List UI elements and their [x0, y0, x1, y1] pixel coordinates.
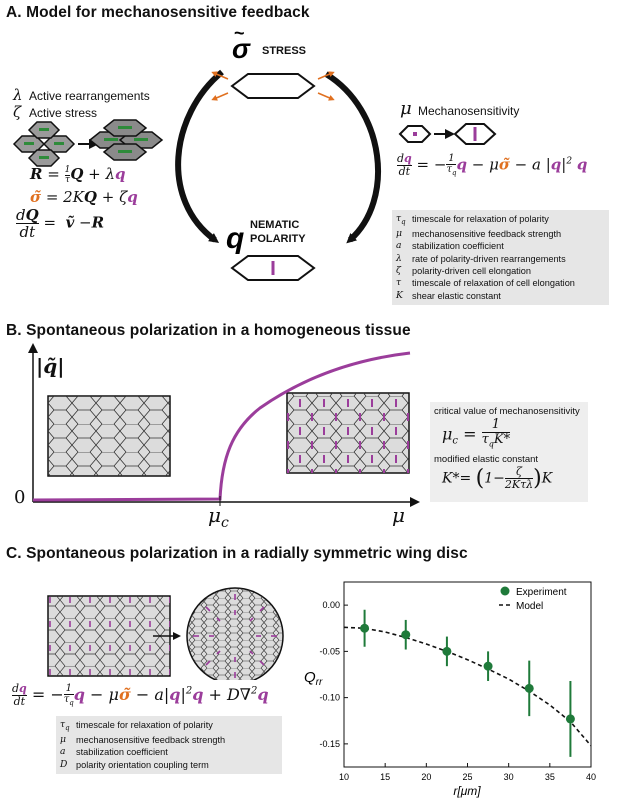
mu-c-label: μc — [208, 503, 229, 531]
cycle-arrow-left — [175, 69, 224, 243]
legend-experiment-marker — [500, 586, 510, 596]
critical-box: critical value of mechanosensitivity μc … — [430, 402, 588, 502]
y-tick-label: -0.05 — [319, 646, 340, 656]
y-axis-label-qrr: Qrr — [304, 669, 323, 688]
experiment-point — [401, 630, 411, 640]
nematic-label: NEMATIC — [250, 219, 300, 231]
x-tick-label: 15 — [380, 772, 390, 782]
panel-c-diagram — [47, 587, 284, 680]
x-tick-label: 20 — [421, 772, 431, 782]
legend-model: Model — [516, 601, 543, 612]
cycle-arrow-right — [324, 71, 381, 244]
x-axis-label: r[μm] — [453, 784, 481, 798]
experiment-point — [565, 714, 575, 724]
y-tick-label: -0.10 — [319, 693, 340, 703]
q-symbol: q — [226, 222, 244, 255]
y-tick-label: 0.00 — [322, 600, 340, 610]
panel-b-diagram — [28, 343, 420, 507]
modified-label: modified elastic constant — [434, 454, 539, 465]
active-rearrangements-label: Active rearrangements — [29, 89, 150, 103]
y-tick-label: -0.15 — [319, 739, 340, 749]
experiment-point — [442, 646, 452, 656]
panel-a-diagram: σ ~ q — [12, 23, 497, 281]
legend: Experiment Model — [499, 586, 567, 612]
model-line — [343, 626, 592, 747]
experiment-point — [483, 661, 493, 671]
mu-symbol: μ — [400, 98, 412, 119]
stress-cell — [230, 73, 316, 99]
panel-b-title: B. Spontaneous polarization in a homogen… — [6, 322, 411, 339]
y-axis-label: |q̃| — [36, 354, 65, 378]
panel-a-title: A. Model for mechanosensitive feedback — [6, 4, 310, 21]
legend-experiment: Experiment — [516, 587, 567, 598]
zero-label: 0 — [14, 487, 26, 508]
sigma-symbol: σ — [232, 34, 251, 64]
equation-sigma: σ̃ = 2KQ + ζq — [30, 188, 138, 206]
critical-label: critical value of mechanosensitivity — [434, 406, 580, 417]
qrr-chart: 10 15 20 25 30 35 40 0.00 -0.05 -0.10 -0.15 Experi… — [304, 581, 596, 798]
polarity-label: POLARITY — [250, 233, 306, 245]
x-tick-label: 35 — [545, 772, 555, 782]
lambda-symbol: λ — [13, 86, 23, 104]
plot-frame — [343, 581, 592, 768]
zeta-symbol: ζ — [13, 103, 22, 121]
active-stress-label: Active stress — [29, 106, 98, 120]
panel-c-title: C. Spontaneous polarization in a radiall… — [6, 545, 468, 562]
x-tick-label: 10 — [339, 772, 349, 782]
experiment-point — [524, 683, 534, 693]
mechanosensitivity-label: Mechanosensitivity — [418, 104, 520, 118]
experiment-point — [360, 623, 370, 633]
x-tick-label: 25 — [462, 772, 472, 782]
mu-axis-label: μ — [392, 503, 405, 527]
x-tick-label: 30 — [504, 772, 514, 782]
x-tick-label: 40 — [586, 772, 596, 782]
sigma-tilde: ~ — [234, 23, 245, 43]
stress-label: STRESS — [262, 45, 307, 57]
polarity-curve — [32, 351, 411, 502]
